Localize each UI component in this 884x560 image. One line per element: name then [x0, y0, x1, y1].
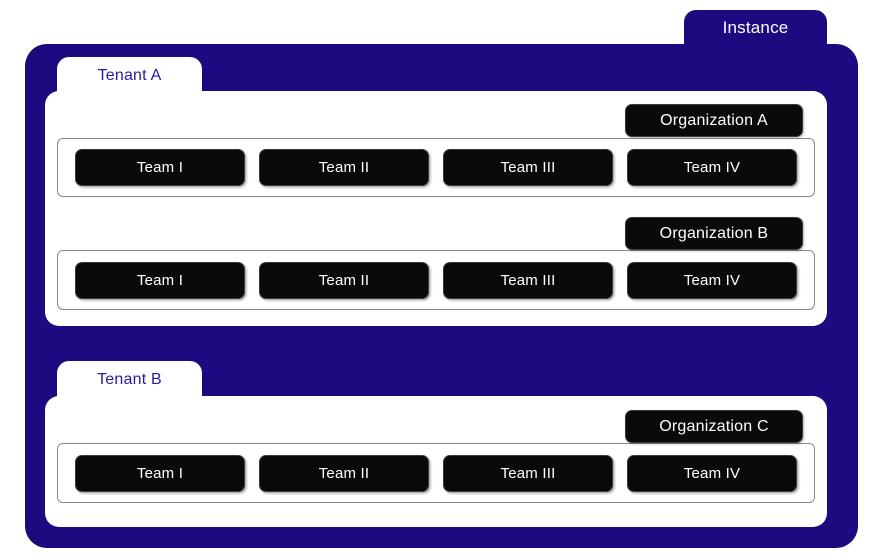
team-box: Team I	[75, 149, 245, 186]
team-box: Team I	[75, 454, 245, 492]
team-label: Team III	[500, 271, 556, 289]
team-label: Team I	[136, 159, 184, 176]
team-box: Team IV	[627, 454, 797, 492]
team-row-organization-c: Team I Team II Team III Team IV	[57, 443, 815, 503]
organization-tab-a: Organization A	[625, 104, 803, 137]
tenant-tab-a: Tenant A	[57, 57, 202, 95]
team-box: Team III	[443, 149, 613, 186]
team-box: Team III	[443, 454, 613, 492]
team-label: Team IV	[683, 271, 741, 289]
tenant-tab-b: Tenant B	[57, 361, 202, 399]
team-row-organization-b: Team I Team II Team III Team IV	[57, 250, 815, 310]
team-label: Team II	[318, 159, 370, 176]
team-label: Team I	[136, 271, 184, 289]
team-label: Team IV	[683, 464, 741, 482]
organization-tab-c: Organization C	[625, 410, 803, 443]
team-box: Team IV	[627, 149, 797, 186]
team-box: Team II	[259, 149, 429, 186]
team-box: Team IV	[627, 261, 797, 299]
team-label: Team IV	[683, 159, 741, 176]
team-box: Team II	[259, 261, 429, 299]
instance-label: Instance	[722, 18, 789, 37]
tenant-label-b: Tenant B	[97, 371, 162, 388]
tenant-label-a: Tenant A	[97, 67, 162, 84]
organization-label-b: Organization B	[659, 224, 769, 242]
team-box: Team I	[75, 261, 245, 299]
organization-label-c: Organization C	[659, 417, 769, 435]
team-label: Team III	[500, 159, 556, 176]
team-row-organization-a: Team I Team II Team III Team IV	[57, 138, 815, 197]
organization-label-a: Organization A	[660, 111, 768, 129]
team-label: Team I	[136, 464, 184, 482]
organization-tab-b: Organization B	[625, 217, 803, 250]
team-label: Team II	[318, 271, 370, 289]
team-box: Team III	[443, 261, 613, 299]
team-label: Team III	[500, 464, 556, 482]
team-box: Team II	[259, 454, 429, 492]
team-label: Team II	[318, 464, 370, 482]
instance-tab: Instance	[684, 10, 827, 46]
